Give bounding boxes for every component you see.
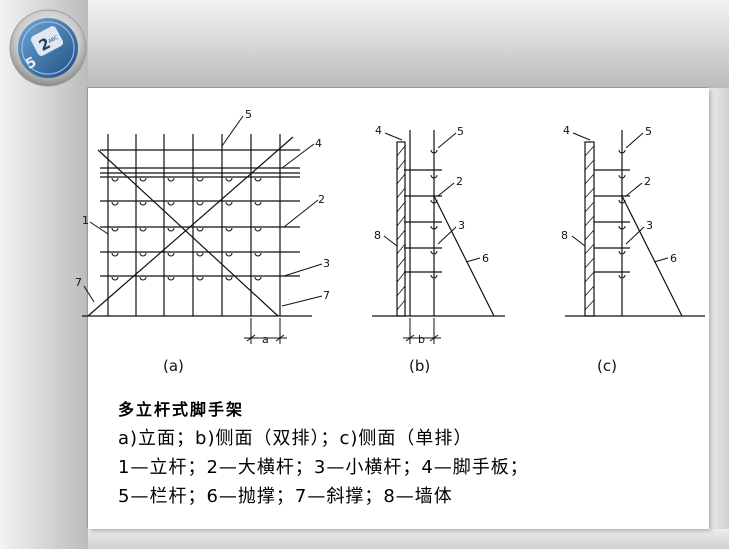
figure-caption: 多立杆式脚手架 a)立面；b)侧面（双排）；c)侧面（单排） 1—立杆；2—大横…: [118, 396, 678, 511]
diagonal-braces-a: [87, 136, 294, 317]
label-c-5: 5: [645, 125, 652, 138]
transoms-b: [404, 169, 442, 273]
dimension-label-b: b: [418, 333, 425, 346]
label-b-6: 6: [482, 252, 489, 265]
metal-header-bar: [0, 0, 729, 88]
caption-title: 多立杆式脚手架: [118, 400, 245, 419]
elevation-view-a: [82, 115, 323, 344]
label-a-7-left: 7: [75, 276, 82, 289]
subfigure-caption-a: (a): [163, 357, 184, 375]
label-a-2: 2: [318, 193, 325, 206]
wall-hatch-b: [396, 145, 406, 311]
side-view-c: [565, 130, 705, 317]
caption-line-legend-1: 1—立杆；2—大横杆；3—小横杆；4—脚手板；: [118, 457, 529, 478]
wall-c: [584, 141, 595, 317]
dimension-label-a: a: [262, 333, 269, 346]
dimension-b: [403, 318, 441, 344]
label-a-5: 5: [245, 108, 252, 121]
metal-side-bar: [0, 0, 88, 549]
label-c-6: 6: [670, 252, 677, 265]
leader-lines-c: [571, 132, 669, 263]
wall-hatch-c: [584, 145, 595, 311]
subfigure-caption-c: (c): [597, 357, 617, 375]
label-b-5: 5: [457, 125, 464, 138]
label-c-3: 3: [646, 219, 653, 232]
ledger-marks-b: [430, 149, 438, 279]
label-a-3: 3: [323, 257, 330, 270]
standards-a: [107, 134, 281, 316]
label-a-1: 1: [82, 214, 89, 227]
label-b-8: 8: [374, 229, 381, 242]
dial-logo-icon: 2 ABC 5: [9, 9, 87, 87]
leader-lines-a: [83, 115, 323, 307]
subfigure-caption-b: (b): [409, 357, 430, 375]
bottom-frame-edge: [88, 529, 729, 549]
outrigger-brace-c: [621, 195, 683, 317]
label-b-4: 4: [375, 124, 382, 137]
label-b-2: 2: [456, 175, 463, 188]
right-frame-edge: [709, 88, 729, 549]
transoms-c: [594, 169, 630, 273]
label-a-4: 4: [315, 137, 322, 150]
label-c-8: 8: [561, 229, 568, 242]
label-c-2: 2: [644, 175, 651, 188]
label-c-4: 4: [563, 124, 570, 137]
ledgers-a: [100, 149, 300, 277]
dimension-a: [244, 318, 287, 344]
leader-lines-b: [383, 132, 481, 263]
wall-b: [396, 141, 406, 317]
caption-line-views: a)立面；b)侧面（双排）；c)侧面（单排）: [118, 428, 473, 449]
transom-ends-a: [111, 177, 262, 281]
outrigger-brace-b: [433, 195, 495, 317]
side-view-b: [372, 130, 505, 344]
label-a-7-right: 7: [323, 289, 330, 302]
logo-small-text: ABC: [47, 35, 59, 45]
caption-line-legend-2: 5—栏杆；6—抛撑；7—斜撑；8—墙体: [118, 486, 453, 507]
label-b-3: 3: [458, 219, 465, 232]
